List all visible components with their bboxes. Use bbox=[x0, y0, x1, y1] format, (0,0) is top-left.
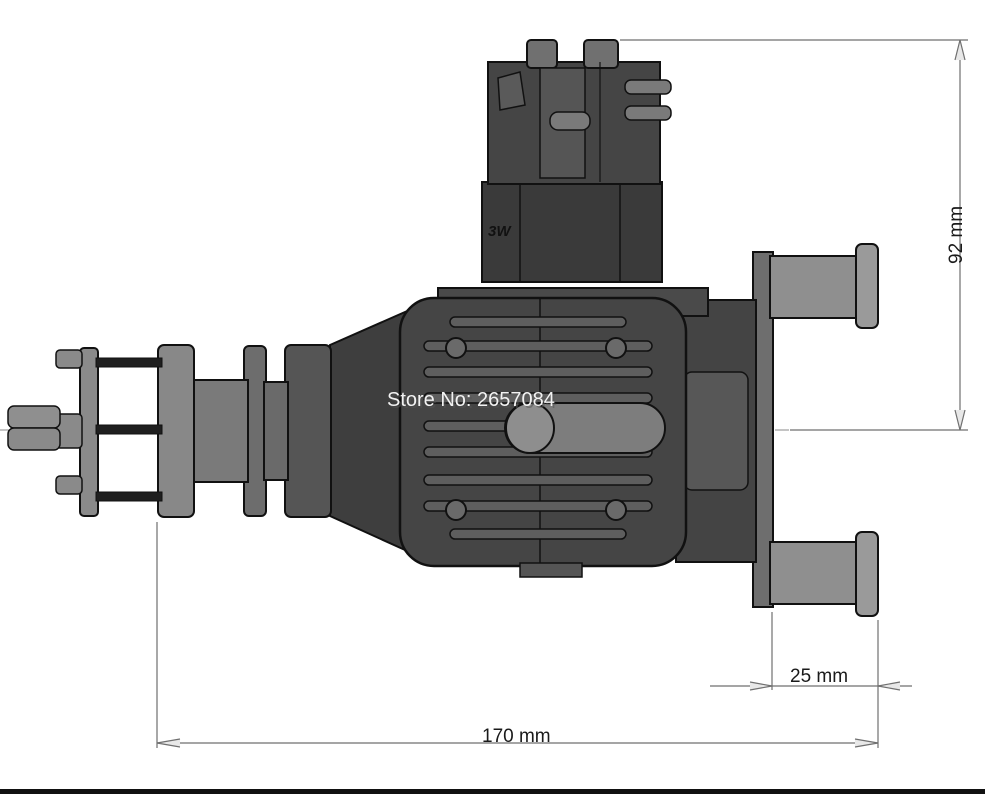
dimension-height-line bbox=[620, 39, 968, 431]
mount-standoff-top bbox=[769, 243, 879, 329]
exhaust-port bbox=[504, 402, 666, 454]
dimension-mount-label: 25 mm bbox=[790, 666, 848, 687]
prop-hub bbox=[7, 344, 332, 518]
cooling-fin bbox=[423, 366, 653, 378]
cooling-fin bbox=[449, 528, 627, 540]
crankcase-bottom-lug bbox=[519, 562, 583, 578]
cooling-fin bbox=[423, 474, 653, 486]
dimension-mount-line bbox=[710, 612, 912, 691]
cooling-fins bbox=[423, 316, 653, 540]
mount-standoff-bottom bbox=[769, 531, 879, 617]
cooling-fin bbox=[423, 500, 653, 512]
crankcase-bolts bbox=[445, 337, 627, 521]
cylinder-head bbox=[481, 39, 672, 283]
engine-logo-text: 3W bbox=[488, 223, 512, 240]
dimension-length-line bbox=[156, 522, 879, 748]
store-watermark: Store No: 2657084 bbox=[387, 389, 555, 411]
rear-mount-plate bbox=[675, 251, 774, 608]
cooling-fin bbox=[423, 340, 653, 352]
crankcase bbox=[329, 287, 709, 568]
dimension-length-label: 170 mm bbox=[482, 726, 551, 747]
bottom-border bbox=[0, 789, 985, 794]
dimension-height-label: 92 mm bbox=[946, 206, 967, 264]
cooling-fin bbox=[449, 316, 627, 328]
store-watermark-shadow: Store No: 2657084 bbox=[389, 391, 557, 413]
